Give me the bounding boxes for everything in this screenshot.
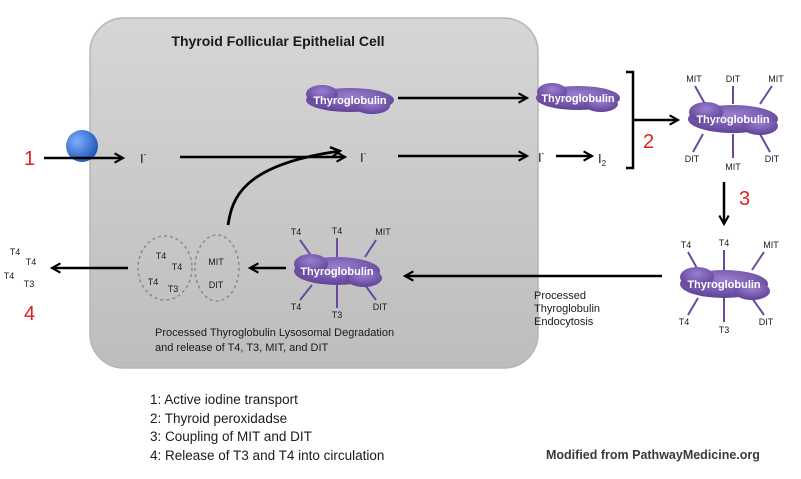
caption-line: and release of T4, T3, MIT, and DIT (155, 342, 329, 354)
t4-label: T4 (332, 226, 343, 236)
thyroglobulin-label: Thyroglobulin (696, 114, 770, 126)
t3-label: T3 (24, 279, 35, 289)
caption-line: Processed (534, 290, 586, 302)
thyroglobulin-label: Thyroglobulin (313, 95, 387, 107)
lysosome-vesicle-hormones (137, 235, 193, 301)
coupled-thyroglobulin: Thyroglobulin T4 T4 MIT T4 T3 DIT (679, 238, 780, 335)
iodine-transporter (66, 130, 98, 162)
thyroglobulin-label: Thyroglobulin (541, 93, 615, 105)
thyroglobulin-label: Thyroglobulin (300, 266, 374, 278)
t4-label: T4 (681, 240, 692, 250)
mit-label: MIT (686, 74, 702, 84)
apical-iodide-label: I- (360, 149, 367, 165)
caption-line: Thyroglobulin (534, 303, 601, 315)
mit-label: MIT (768, 74, 784, 84)
source-credit: Modified from PathwayMedicine.org (546, 448, 760, 462)
t3-label: T3 (168, 284, 179, 294)
caption-line: Processed Thyroglobulin Lysosomal Degrad… (155, 327, 395, 339)
degradation-caption: Processed Thyroglobulin Lysosomal Degrad… (155, 326, 394, 356)
cell-body (89, 17, 539, 369)
t4-label: T4 (291, 227, 302, 237)
t4-label: T4 (172, 262, 183, 272)
legend: 1: Active iodine transport 2: Thyroid pe… (150, 391, 384, 465)
step-number-3: 3 (739, 188, 750, 210)
legend-item: 1: Active iodine transport (150, 392, 298, 407)
t4-label: T4 (679, 317, 690, 327)
t4-label: T4 (156, 251, 167, 261)
legend-item: 4: Release of T3 and T4 into circulation (150, 447, 385, 463)
step-number-4: 4 (24, 303, 35, 325)
legend-item: 2: Thyroid peroxidadse (150, 410, 288, 426)
mit-label: MIT (725, 162, 741, 172)
dit-label: DIT (726, 74, 741, 84)
t4-label: T4 (719, 238, 730, 248)
t4-label: T4 (26, 257, 37, 267)
mit-label: MIT (763, 240, 779, 250)
lysosome-vesicle-precursors (194, 234, 240, 302)
dit-label: DIT (759, 317, 774, 327)
iodide-label: I- (140, 150, 147, 166)
dit-label: DIT (373, 302, 388, 312)
legend-item: 3: Coupling of MIT and DIT (150, 429, 312, 444)
t4-label: T4 (4, 271, 15, 281)
colloid-iodide-label: I- (538, 149, 545, 165)
peroxidase-bracket (626, 70, 635, 170)
endocytosed-thyroglobulin: Thyroglobulin T4 T4 MIT T4 T3 DIT (291, 226, 392, 320)
t4-label: T4 (148, 277, 159, 287)
t4-label: T4 (291, 302, 302, 312)
mit-label: MIT (375, 227, 391, 237)
t3-label: T3 (719, 325, 730, 335)
t4-label: T4 (10, 247, 21, 257)
t3-label: T3 (332, 310, 343, 320)
step-number-2: 2 (643, 131, 654, 153)
thyroglobulin-colloid: Thyroglobulin (536, 83, 620, 112)
dit-label: DIT (685, 154, 700, 164)
thyroglobulin-label: Thyroglobulin (687, 279, 761, 291)
endocytosis-caption: Processed Thyroglobulin Endocytosis (534, 290, 600, 329)
caption-line: Endocytosis (534, 316, 594, 328)
iodide-recycle-arrow (226, 151, 340, 226)
dit-label: DIT (765, 154, 780, 164)
step-number-1: 1 (24, 148, 35, 170)
mit-label: MIT (208, 257, 224, 267)
iodinated-thyroglobulin: Thyroglobulin MIT DIT MIT DIT MIT DIT (685, 74, 784, 172)
cell-title: Thyroid Follicular Epithelial Cell (171, 33, 384, 49)
iodine-label: I2 (598, 151, 607, 168)
thyroglobulin-intracellular: Thyroglobulin (306, 85, 394, 114)
dit-label: DIT (209, 280, 224, 290)
